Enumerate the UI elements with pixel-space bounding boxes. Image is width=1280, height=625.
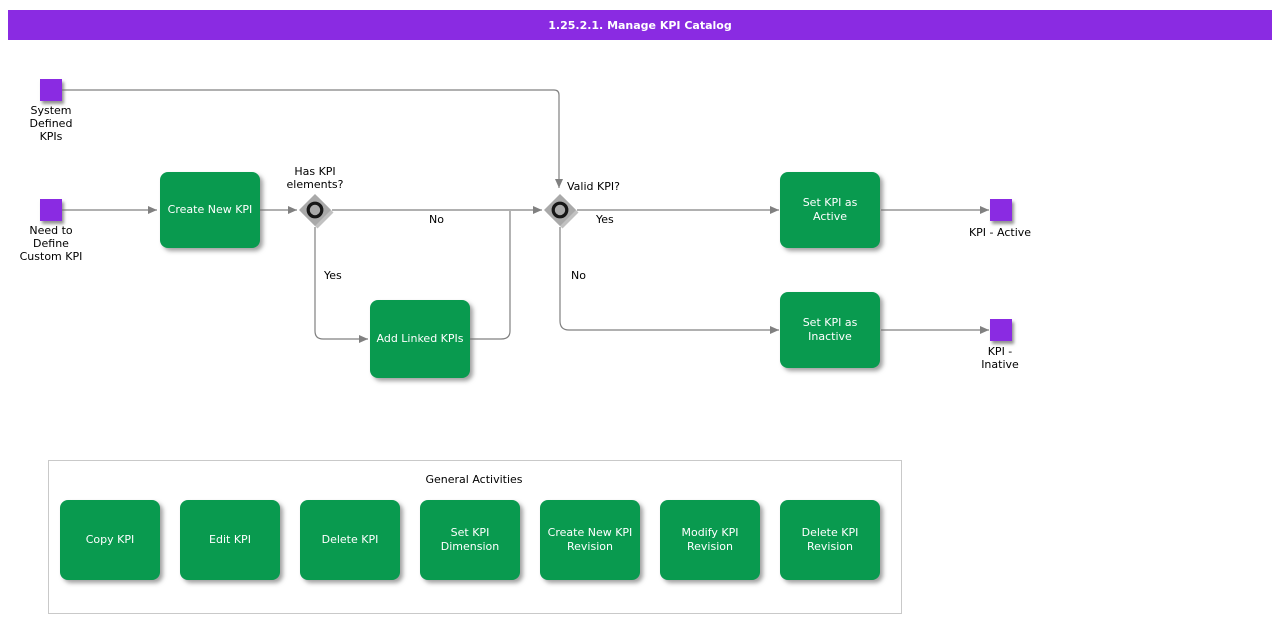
gateway-has-kpi-elements[interactable] [299,194,334,229]
edge-system-defined-to-valid-gateway [62,89,563,188]
task-create-new-kpi[interactable]: Create New KPI [160,172,260,248]
title-bar: 1.25.2.1. Manage KPI Catalog [8,10,1272,40]
edge-label-no: No [429,213,444,226]
task-delete-kpi-revision[interactable]: Delete KPI Revision [780,500,880,580]
event-label-kpi-active: KPI - Active [968,226,1032,239]
event-label-kpi-inactive: KPI - Inative [981,345,1019,371]
task-delete-kpi[interactable]: Delete KPI [300,500,400,580]
page-title: 1.25.2.1. Manage KPI Catalog [548,18,732,32]
start-event-system-defined-kpis[interactable] [40,79,62,101]
task-create-new-kpi-revision[interactable]: Create New KPI Revision [540,500,640,580]
task-add-linked-kpis[interactable]: Add Linked KPIs [370,300,470,378]
inclusive-gateway-icon [551,201,569,219]
inclusive-gateway-icon [306,201,324,219]
edge-valid-no-to-set-inactive [559,227,779,334]
task-set-kpi-inactive[interactable]: Set KPI as Inactive [780,292,880,368]
event-label-system-defined-kpis: System Defined KPIs [29,104,73,143]
end-event-kpi-active[interactable] [990,199,1012,221]
gateway-valid-kpi[interactable] [544,194,579,229]
end-event-kpi-inactive[interactable] [990,319,1012,341]
task-copy-kpi[interactable]: Copy KPI [60,500,160,580]
task-set-kpi-dimension[interactable]: Set KPI Dimension [420,500,520,580]
event-label-need-custom-kpi: Need to Define Custom KPI [19,224,83,263]
start-event-need-custom-kpi[interactable] [40,199,62,221]
task-set-kpi-active[interactable]: Set KPI as Active [780,172,880,248]
task-modify-kpi-revision[interactable]: Modify KPI Revision [660,500,760,580]
edge-label-yes: Yes [324,269,342,282]
gateway-label-valid-kpi: Valid KPI? [567,180,620,193]
gateway-label-has-kpi-elements: Has KPI elements? [286,165,344,191]
edge-label-yes: Yes [596,213,614,226]
edge-has-elements-yes-to-add-linked [314,227,368,343]
task-edit-kpi[interactable]: Edit KPI [180,500,280,580]
edge-label-no: No [571,269,586,282]
edge-add-linked-to-merge [470,211,511,340]
general-activities-title: General Activities [425,473,523,486]
